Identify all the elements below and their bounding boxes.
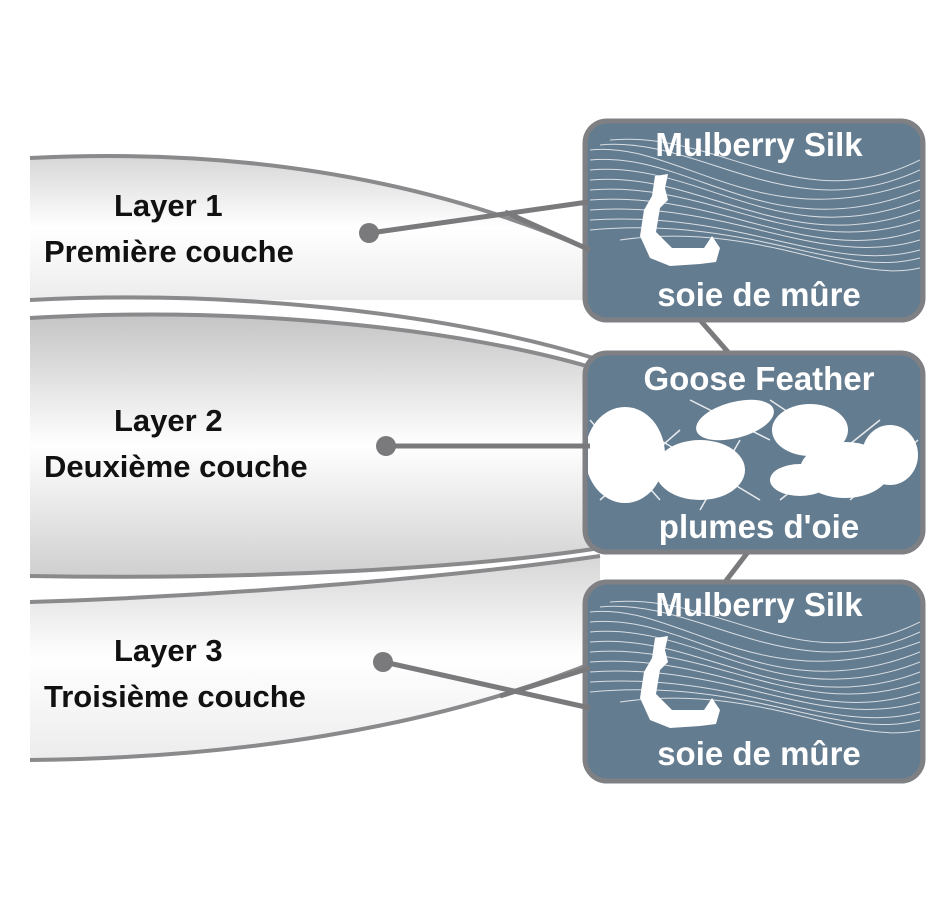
silkworm-icon — [640, 174, 720, 266]
layer-3-french: Troisième couche — [44, 679, 306, 714]
layer-3-shape — [30, 556, 600, 760]
layer-1-english: Layer 1 — [114, 188, 223, 223]
connector-2-dot — [376, 436, 396, 456]
layer-1-french: Première couche — [44, 234, 294, 269]
feathers-icon — [588, 399, 919, 511]
layer-1-shape — [30, 156, 600, 300]
silk-threads-icon — [589, 138, 920, 272]
card-link-2 — [723, 550, 750, 584]
card-1-title: Mulberry Silk — [655, 126, 863, 163]
connector-1-dot — [359, 223, 379, 243]
layer-3-label: Layer 3 Troisième couche — [44, 628, 306, 720]
silk-threads-icon — [589, 600, 920, 734]
connector-3b — [499, 665, 591, 699]
card-2-box — [582, 350, 926, 555]
layer-3-top-edge — [29, 554, 601, 604]
layer-2-bottom-edge — [29, 546, 601, 579]
card-2-title: Goose Feather — [643, 360, 875, 397]
layer-2-top-edge — [29, 312, 601, 372]
card-2-subtitle: plumes d'oie — [658, 508, 860, 545]
layer-2-label: Layer 2 Deuxième couche — [44, 398, 308, 490]
layer-1-label: Layer 1 Première couche — [44, 183, 294, 275]
layer-2-french: Deuxième couche — [44, 449, 308, 484]
card-1-subtitle: soie de mûre — [657, 276, 861, 313]
layer-3-english: Layer 3 — [114, 633, 223, 668]
card-3-subtitle: soie de mûre — [657, 735, 861, 772]
card-link-1 — [698, 318, 730, 354]
layer-2-shape — [30, 314, 600, 577]
card-3-box — [582, 579, 926, 784]
layer-2-english: Layer 2 — [114, 403, 223, 438]
connector-3a — [383, 659, 591, 711]
card-3-title: Mulberry Silk — [655, 586, 863, 623]
connector-3-dot — [373, 652, 393, 672]
connector-1b — [503, 209, 592, 253]
connector-1a — [369, 199, 589, 236]
layer-1-bottom-edge — [29, 295, 601, 362]
layer-1-top-edge — [29, 154, 596, 254]
silkworm-icon — [640, 636, 720, 728]
